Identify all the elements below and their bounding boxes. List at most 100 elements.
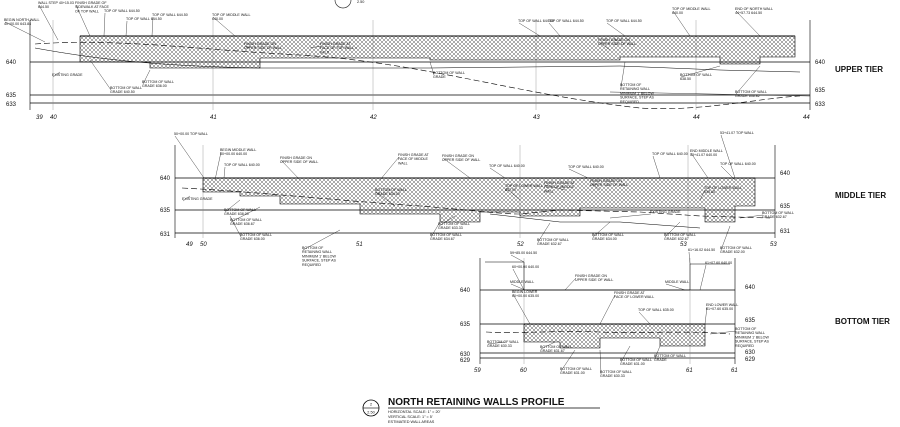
middle-elev-left-640: 640 — [160, 176, 171, 182]
middle-callout-leader — [280, 159, 301, 181]
middle-callout-leader — [720, 134, 736, 179]
bottom-callout-leader — [599, 294, 616, 325]
scale-note-horizontal: HORIZONTAL SCALE: 1" = 20' — [388, 410, 441, 414]
bottom-callout-note: TOP OF WALL 635.00 — [638, 308, 674, 312]
upper-station: 42 — [370, 115, 377, 121]
middle-callout-leader — [224, 199, 241, 213]
middle-callout-leader — [720, 165, 736, 181]
upper-tier-title: UPPER TIER — [835, 65, 883, 74]
bottom-tier-profile — [479, 258, 736, 364]
middle-station: 53 — [770, 242, 777, 248]
upper-callout-leader — [244, 45, 251, 49]
upper-station: 44 — [803, 115, 810, 121]
bottom-callout-leader — [487, 341, 506, 345]
upper-callout-leader — [4, 21, 46, 43]
middle-callout-leader — [229, 215, 242, 238]
middle-callout-note: TOP OF WALL 640.00 — [652, 152, 688, 156]
upper-callout-note: EXISTING GRADE — [52, 73, 83, 77]
bottom-callout-leader — [560, 349, 576, 372]
bottom-elev-right-635: 635 — [745, 318, 756, 324]
middle-elev-left-631: 631 — [160, 232, 171, 238]
middle-elev-right-640: 640 — [780, 171, 791, 177]
upper-station: 43 — [533, 115, 540, 121]
middle-callout-note: EXISTING GRADE — [650, 210, 681, 214]
scale-note-vertical: VERTICAL SCALE: 1" = 5' — [388, 415, 433, 419]
upper-tier-profile — [29, 20, 811, 110]
bottom-callout-leader — [599, 349, 602, 375]
bottom-callout-leader — [704, 306, 708, 325]
upper-station: 41 — [210, 115, 217, 121]
middle-callout-leader — [230, 206, 261, 223]
detail-callout-top: 2.50 — [334, 0, 364, 9]
upper-callout-leader — [309, 45, 322, 49]
middle-station: 51 — [356, 242, 363, 248]
detail-number: 2 — [370, 403, 372, 407]
middle-callout-leader — [375, 191, 396, 207]
middle-elev-right-631: 631 — [780, 229, 791, 235]
middle-callout-leader — [505, 187, 521, 201]
middle-callout-note: TOP OF WALL 640.00 — [720, 162, 756, 166]
middle-callout-leader — [537, 222, 551, 243]
bottom-callout-leader — [699, 264, 707, 291]
upper-elev-left-633: 633 — [6, 102, 17, 108]
bottom-station: 60 — [520, 368, 527, 374]
middle-callout-leader — [544, 184, 566, 191]
upper-callout-note: TOP OF WALL 644.50 — [606, 19, 642, 23]
middle-tier-labels: MIDDLE TIER 640 635 631 640 635 631 49 5… — [160, 171, 886, 248]
bottom-callout-leader — [709, 330, 737, 335]
bottom-callout-leader — [512, 293, 531, 325]
middle-callout-leader — [442, 157, 471, 179]
middle-callout-leader — [379, 156, 400, 181]
middle-callout-leader — [720, 225, 731, 251]
upper-callout-leader — [548, 22, 561, 37]
middle-station: 53 — [680, 242, 687, 248]
middle-station: 50 — [200, 242, 207, 248]
bottom-callout-note: 59+85.00 644.50 — [510, 251, 537, 255]
bottom-elev-left-640: 640 — [460, 288, 471, 294]
bottom-elev-right-640: 640 — [745, 285, 756, 291]
bottom-callout-leader — [564, 277, 577, 291]
bottom-callout-leader — [512, 268, 525, 291]
bottom-callout-leader — [620, 345, 631, 363]
upper-callout-leader — [89, 59, 112, 91]
upper-callout-note: TOP OF WALL 644.50 — [152, 13, 188, 17]
bottom-callout-leader — [510, 283, 526, 291]
detail-sheet-ref: 2.50 — [367, 411, 374, 415]
scale-note-areas: ESTIMATED WALL AREAS — [388, 420, 435, 424]
middle-tier-title: MIDDLE TIER — [835, 191, 886, 200]
upper-station: 44 — [693, 115, 700, 121]
bottom-callout-leader — [665, 283, 686, 291]
upper-callout-leader — [103, 12, 106, 37]
bottom-elev-left-630: 630 — [460, 352, 471, 358]
middle-callout-note: TOP OF WALL 640.00 — [224, 163, 260, 167]
upper-callout-leader — [735, 10, 761, 37]
bottom-elev-left-635: 635 — [460, 322, 471, 328]
upper-callout-leader — [142, 69, 151, 85]
bottom-station: 61 — [731, 368, 738, 374]
